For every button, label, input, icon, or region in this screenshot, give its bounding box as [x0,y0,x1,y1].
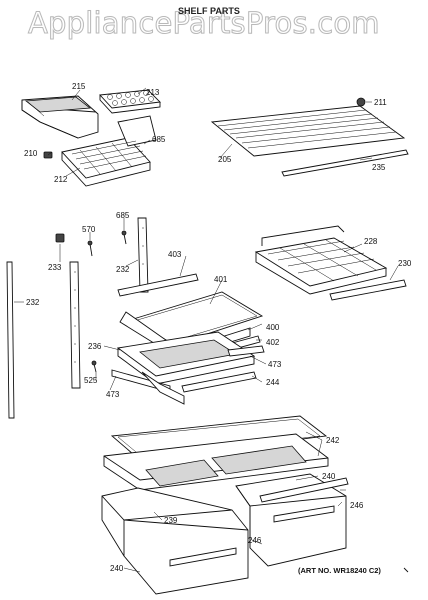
callout-210: 210 [24,149,38,158]
part-215-bin [21,95,99,139]
callout-205: 205 [218,155,232,164]
callout-240-lower: 240 [110,564,124,573]
callout-242: 242 [326,436,340,445]
callout-401: 401 [214,275,228,284]
part-403-rail [117,273,199,297]
part-211-bumper [356,97,366,107]
callout-211: 211 [374,98,387,107]
callout-473: 473 [268,360,282,369]
callout-236: 236 [88,342,102,351]
part-232-rail-rear [137,217,149,293]
art-number: (ART NO. WR18240 C2) [298,566,381,575]
part-242-frame [103,433,329,491]
callout-685: 685 [152,135,166,144]
callout-246-lower: 246 [248,536,262,545]
part-232-rail-left [6,261,15,419]
callout-228: 228 [364,237,378,246]
part-525-screw [91,360,97,373]
callout-685-lower: 685 [116,211,130,220]
callout-239: 239 [164,516,178,525]
part-570-screw [87,240,93,257]
part-213-egg-tray [99,89,161,114]
part-244-trim [181,371,257,393]
callout-403: 403 [168,250,182,259]
leader-lines [14,87,399,573]
callouts: 215 213 211 685 210 212 205 235 685 570 … [24,82,412,573]
diagram-title: SHELF PARTS [178,6,240,16]
callout-235: 235 [372,163,386,172]
callout-230: 230 [398,259,412,268]
part-246-slide [259,477,349,503]
part-228-wire-shelf [254,225,388,295]
part-240-drawer-left [101,487,249,595]
callout-240: 240 [322,472,336,481]
part-685-screw [121,230,127,245]
part-244-body [141,371,185,405]
part-212-shelf [61,115,157,187]
watermark: AppliancePartsPros.com [28,6,381,41]
callout-400: 400 [266,323,280,332]
callout-232: 232 [116,265,130,274]
callout-246: 246 [350,501,364,510]
callout-212: 212 [54,175,68,184]
corner-mark [403,567,409,573]
part-232-rail-center [69,261,81,389]
part-233-bracket [55,233,65,243]
callout-244: 244 [266,378,280,387]
callout-213: 213 [146,88,160,97]
callout-233: 233 [48,263,62,272]
callout-402: 402 [266,338,280,347]
callout-525: 525 [84,376,98,385]
callout-473-lower: 473 [106,390,120,399]
part-236-shelf [116,331,256,385]
callout-215: 215 [72,82,86,91]
part-235-trim [281,149,409,177]
callout-232-left: 232 [26,298,40,307]
part-205-wire-shelf [210,105,406,157]
part-230-trim [329,279,407,301]
callout-570: 570 [82,225,96,234]
